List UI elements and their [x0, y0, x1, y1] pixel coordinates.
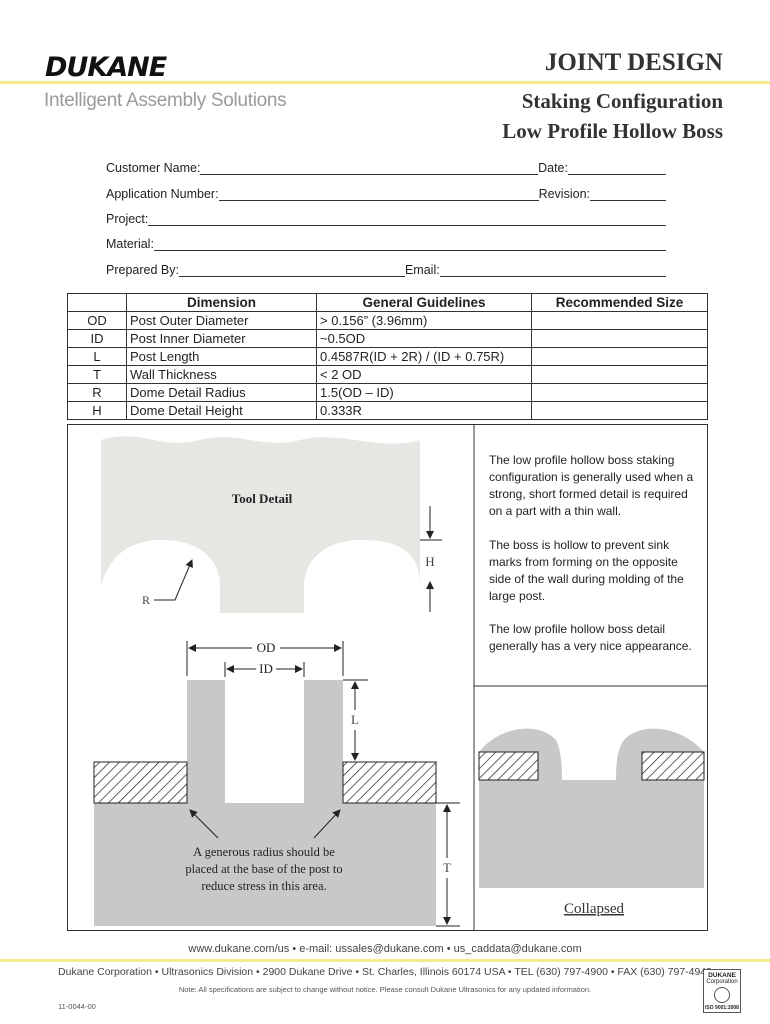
- footer-yellow-line: [0, 959, 770, 962]
- prepared-by-field[interactable]: [178, 262, 405, 277]
- dimension-table: Dimension General Guidelines Recommended…: [67, 293, 708, 420]
- material-label: Material:: [106, 237, 154, 251]
- base-part: [94, 803, 436, 926]
- badge-name: DUKANE: [708, 972, 736, 979]
- application-number-label: Application Number:: [106, 187, 219, 201]
- application-number-field[interactable]: [218, 186, 539, 201]
- prepared-by-label: Prepared By:: [106, 263, 179, 277]
- row-dimension: Dome Detail Radius: [126, 383, 317, 402]
- badge-seal-icon: [714, 987, 730, 1003]
- boss-wall-right: [304, 680, 343, 804]
- description-paragraph-3: The low profile hollow boss detail gener…: [489, 622, 692, 653]
- footer-corporate: Dukane Corporation • Ultrasonics Divisio…: [58, 966, 712, 978]
- document-type: JOINT DESIGN: [544, 49, 723, 76]
- hatched-wall-right: [342, 761, 437, 804]
- top-yellow-line: [0, 81, 770, 84]
- r-label: R: [142, 593, 150, 607]
- t-label: T: [443, 860, 451, 875]
- r-leader-line: [154, 559, 193, 601]
- description-paragraph-1: The low profile hollow boss staking conf…: [489, 453, 694, 518]
- stress-arrow-left: [189, 809, 219, 839]
- table-header-dimension: Dimension: [126, 293, 317, 312]
- footer-links: www.dukane.com/us • e-mail: ussales@duka…: [188, 943, 582, 955]
- title-line-1: Staking Configuration: [521, 89, 723, 113]
- iso-certification-badge: DUKANE Corporation ISO 9001:2008: [703, 969, 741, 1013]
- table-row: H Dome Detail Height 0.333R: [67, 401, 708, 420]
- stress-note-line-2: placed at the base of the post to: [185, 862, 342, 876]
- diagram-box: [67, 424, 708, 931]
- title-line-2: Low Profile Hollow Boss: [502, 119, 723, 143]
- row-guideline: 0.333R: [316, 401, 532, 420]
- collapsed-hatched-left: [478, 751, 539, 781]
- collapsed-label: Collapsed: [564, 901, 624, 917]
- table-row: ID Post Inner Diameter ~0.5OD: [67, 329, 708, 348]
- row-guideline: > 0.156” (3.96mm): [316, 311, 532, 330]
- boss-wall-left: [187, 680, 225, 804]
- row-dimension: Wall Thickness: [126, 365, 317, 384]
- material-field[interactable]: [153, 236, 666, 251]
- collapsed-hatched-right: [641, 751, 705, 781]
- customer-name-field[interactable]: [200, 160, 539, 175]
- project-field[interactable]: [148, 211, 666, 226]
- row-guideline: < 2 OD: [316, 365, 532, 384]
- row-dimension: Post Outer Diameter: [126, 311, 317, 330]
- customer-name-label: Customer Name:: [106, 161, 201, 175]
- row-dimension: Post Length: [126, 347, 317, 366]
- row-dimension: Dome Detail Height: [126, 401, 317, 420]
- tagline: Intelligent Assembly Solutions: [44, 90, 287, 111]
- table-row: T Wall Thickness < 2 OD: [67, 365, 708, 384]
- table-header-guidelines: General Guidelines: [316, 293, 532, 312]
- row-guideline: ~0.5OD: [316, 329, 532, 348]
- collapsed-base: [479, 780, 704, 888]
- form-row-material: Material:: [106, 231, 666, 251]
- stress-arrow-right: [313, 809, 341, 839]
- table-row: OD Post Outer Diameter > 0.156” (3.96mm): [67, 311, 708, 330]
- dukane-logo: DUKANE: [45, 52, 167, 83]
- table-row: R Dome Detail Radius 1.5(OD – ID): [67, 383, 708, 402]
- row-recommended-size[interactable]: [531, 401, 708, 420]
- email-field[interactable]: [439, 262, 666, 277]
- od-label: OD: [257, 640, 276, 655]
- table-row: L Post Length 0.4587R(ID + 2R) / (ID + 0…: [67, 347, 708, 366]
- id-label: ID: [259, 661, 273, 676]
- form-row-project: Project:: [106, 206, 666, 226]
- badge-sub: Corporation: [706, 979, 738, 985]
- revision-label: Revision:: [538, 187, 590, 201]
- h-dimension-label: H: [425, 554, 434, 569]
- l-label: L: [351, 712, 359, 727]
- date-field[interactable]: [568, 160, 666, 175]
- table-header-row: Dimension General Guidelines Recommended…: [67, 293, 708, 312]
- tool-detail-shape: [101, 436, 420, 613]
- stress-note-line-1: A generous radius should be: [193, 845, 335, 859]
- document-number: 11-0044-00: [58, 1002, 96, 1011]
- email-label: Email:: [404, 263, 440, 277]
- stress-note-line-3: reduce stress in this area.: [201, 879, 326, 893]
- form-row-customer: Customer Name: Date:: [106, 155, 666, 175]
- revision-field[interactable]: [590, 186, 666, 201]
- hatched-wall-left: [93, 761, 188, 804]
- table-header-recommended: Recommended Size: [531, 293, 708, 312]
- form-row-application: Application Number: Revision:: [106, 181, 666, 201]
- badge-iso: ISO 9001:2008: [705, 1005, 739, 1011]
- form-row-prepared: Prepared By: Email:: [106, 257, 666, 277]
- tool-detail-label: Tool Detail: [232, 491, 293, 506]
- row-abbr: H: [67, 401, 127, 420]
- description-paragraph-2: The boss is hollow to prevent sink marks…: [489, 538, 684, 603]
- footer-note: Note: All specifications are subject to …: [178, 985, 592, 994]
- row-dimension: Post Inner Diameter: [126, 329, 317, 348]
- project-label: Project:: [106, 212, 149, 226]
- date-label: Date:: [538, 161, 568, 175]
